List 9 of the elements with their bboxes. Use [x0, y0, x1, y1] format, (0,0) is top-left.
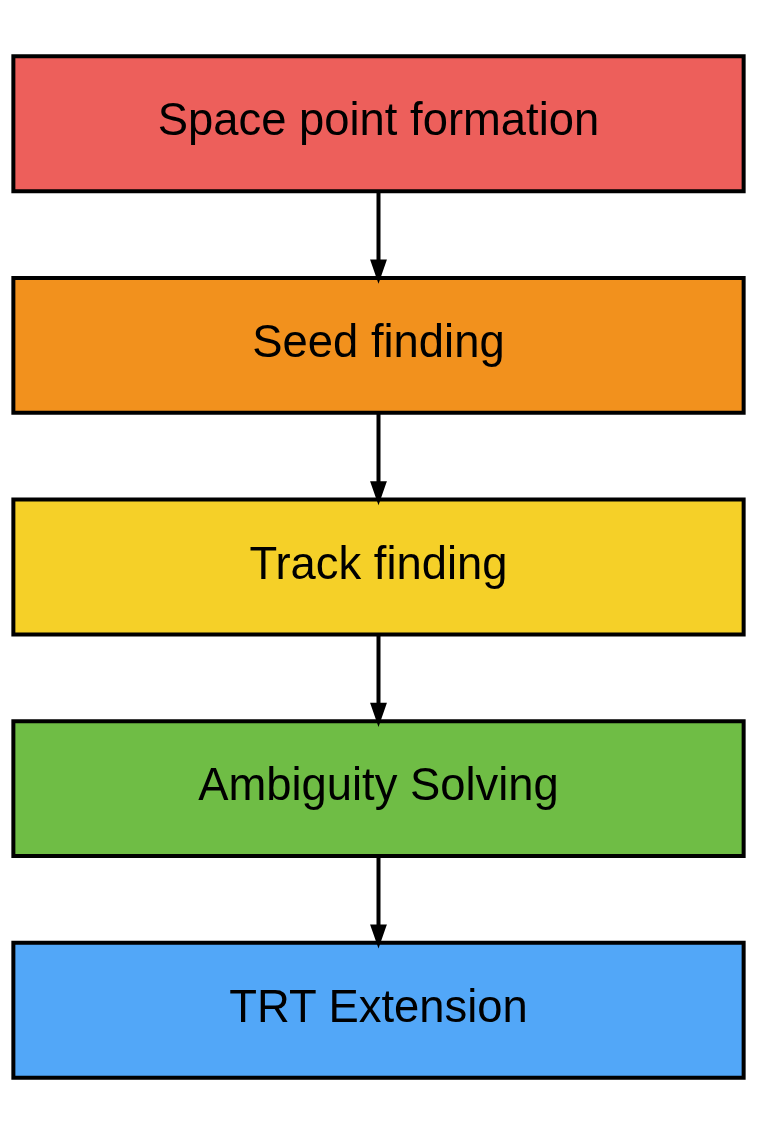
arrow: [370, 412, 387, 505]
arrow: [370, 855, 387, 949]
node-box: Ambiguity Solving: [11, 718, 746, 858]
node-box: Space point formation: [11, 53, 746, 193]
node-box: TRT Extension: [11, 940, 746, 1080]
node-box: Seed finding: [11, 275, 746, 415]
node-box: Track finding: [11, 497, 746, 636]
arrow: [370, 634, 387, 727]
arrow: [370, 190, 387, 284]
